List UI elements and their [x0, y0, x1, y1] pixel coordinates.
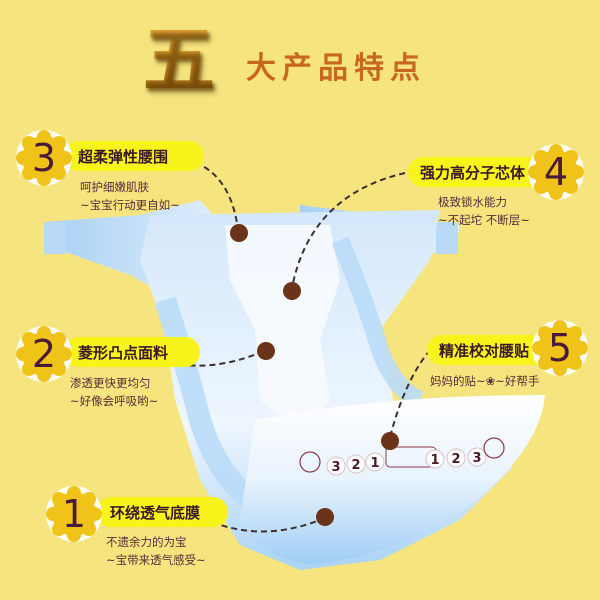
feature-2-desc-line2: ~好像会呼吸哟~: [70, 394, 159, 408]
feature-3-desc-line1: 呵护细嫩肌肤: [80, 180, 149, 194]
feature-4-pointer-dot: [283, 282, 301, 300]
feature-1-desc-line2: ~宝带来透气感受~: [106, 553, 206, 567]
feature-2-desc-line1: 渗透更快更均匀: [70, 376, 151, 390]
feature-3-desc-line2: ~宝宝行动更自如~: [80, 198, 180, 212]
page-title: 大产品特点: [246, 51, 426, 86]
svg-text:3: 3: [472, 451, 481, 466]
svg-text:1: 1: [430, 453, 439, 468]
feature-4-desc-line2: ~不起坨 不断层~: [438, 213, 530, 227]
feature-2-badge: 2: [14, 324, 74, 384]
svg-text:2: 2: [351, 458, 360, 473]
svg-text:2: 2: [451, 452, 460, 467]
feature-2-description: 渗透更快更均匀 ~好像会呼吸哟~: [70, 374, 158, 410]
feature-5-pointer-dot: [381, 432, 399, 450]
feature-3-title: 超柔弹性腰围: [64, 141, 204, 171]
feature-2-title: 菱形凸点面料: [64, 337, 200, 367]
feature-2-pointer-dot: [257, 342, 275, 360]
feature-1-badge: 1: [44, 484, 104, 544]
scalloped-badge-icon: [532, 320, 588, 376]
feature-4-number: 4: [543, 150, 569, 194]
feature-1-desc-line1: 不遗余力的为宝: [106, 535, 187, 549]
feature-5-description: 妈妈的贴~❀~好帮手: [430, 372, 539, 390]
feature-1-pointer-dot: [316, 508, 334, 526]
feature-3-badge: 3: [14, 128, 74, 188]
feature-4-description: 极致锁水能力 ~不起坨 不断层~: [438, 193, 530, 229]
feature-1-number: 1: [61, 492, 87, 536]
feature-3-description: 呵护细嫩肌肤 ~宝宝行动更自如~: [80, 178, 180, 214]
feature-5-desc-line1: 妈妈的贴~❀~好帮手: [430, 374, 540, 388]
scalloped-badge-icon: [528, 144, 584, 200]
scalloped-badge-icon: [16, 326, 72, 382]
tape-print-graphic: 3 2 1 1 2 3: [299, 437, 505, 476]
svg-text:3: 3: [331, 460, 340, 475]
title-numeral: 五: [143, 17, 216, 102]
feature-4-badge: 4: [526, 142, 586, 202]
scalloped-badge-icon: [46, 486, 102, 542]
svg-text:1: 1: [370, 456, 379, 471]
feature-4-desc-line1: 极致锁水能力: [438, 195, 507, 209]
feature-1-description: 不遗余力的为宝 ~宝带来透气感受~: [106, 533, 206, 569]
feature-5-badge: 5: [530, 318, 590, 378]
scalloped-badge-icon: [16, 130, 72, 186]
feature-5-number: 5: [547, 326, 573, 370]
feature-3-number: 3: [31, 136, 57, 180]
feature-1-title: 环绕透气底膜: [96, 497, 228, 527]
feature-3-pointer-dot: [230, 224, 248, 242]
feature-2-number: 2: [31, 332, 57, 376]
